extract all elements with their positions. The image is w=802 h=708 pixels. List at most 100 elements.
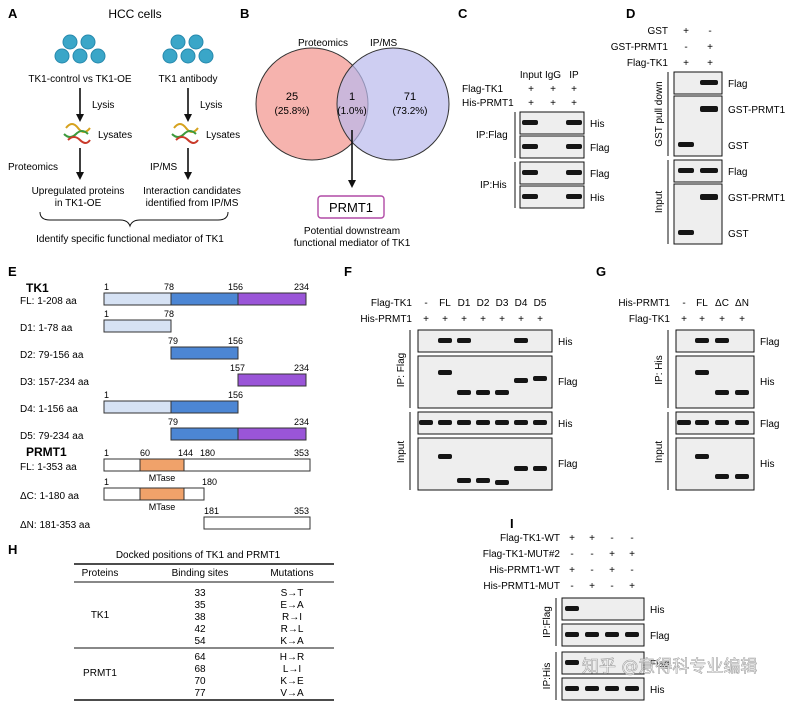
- mutation: V→A: [280, 688, 304, 699]
- mark: -: [630, 565, 633, 576]
- aa-number: 156: [228, 282, 243, 292]
- blot-label: His: [558, 337, 572, 348]
- col-input: Input: [520, 70, 542, 81]
- band: [533, 420, 547, 425]
- mark: +: [707, 42, 713, 53]
- band: [715, 474, 729, 479]
- cell-cluster-icon: [54, 34, 106, 64]
- segment: [103, 319, 172, 333]
- mark: D5: [534, 298, 547, 309]
- blot-label: Flag: [590, 169, 609, 180]
- mutation: S→T: [281, 588, 304, 599]
- binding-site: 64: [194, 652, 206, 663]
- row-label: Flag-TK1-WT: [500, 533, 560, 544]
- group-label: IP:His: [480, 180, 507, 191]
- watermark: 知乎 @意得科专业编辑: [582, 657, 757, 677]
- mark: +: [571, 84, 577, 95]
- band: [419, 420, 433, 425]
- band: [566, 170, 582, 175]
- band: [565, 660, 579, 665]
- band: [533, 376, 547, 381]
- aa-number: 180: [202, 477, 217, 487]
- blot-label: Flag: [650, 631, 669, 642]
- panel-a-left-result-2: in TK1-OE: [55, 198, 102, 209]
- row-label: His-PRMT1: [462, 98, 514, 109]
- binding-site: 42: [194, 624, 206, 635]
- panel-a-left-method: Proteomics: [8, 162, 58, 173]
- aa-number: 353: [294, 506, 309, 516]
- panel-letter-b: B: [240, 6, 249, 21]
- mark: +: [707, 58, 713, 69]
- band: [695, 370, 709, 375]
- aa-number: 353: [294, 448, 309, 458]
- group-label: Input: [654, 441, 665, 463]
- aa-number: 60: [140, 448, 150, 458]
- mark: +: [571, 98, 577, 109]
- blot-label: GST: [728, 229, 749, 240]
- mutation: H→R: [280, 652, 304, 663]
- band: [495, 480, 509, 485]
- blot: [673, 159, 723, 183]
- band: [522, 194, 538, 199]
- mark: FL: [439, 298, 451, 309]
- blot-label: Flag: [590, 143, 609, 154]
- lysate-icon: [171, 123, 199, 144]
- mark: -: [708, 26, 711, 37]
- band: [495, 420, 509, 425]
- panel-c: C Input IgG IP Flag-TK1 His-PRMT1 + + + …: [458, 6, 609, 209]
- band: [438, 454, 452, 459]
- band: [514, 378, 528, 383]
- segment: [170, 292, 239, 306]
- segment: [203, 516, 311, 530]
- aa-number: 181: [204, 506, 219, 516]
- mark: +: [442, 314, 448, 325]
- mark: +: [609, 549, 615, 560]
- mark: D3: [496, 298, 509, 309]
- blot-label: Flag: [558, 377, 577, 388]
- band: [700, 194, 718, 200]
- mutation: R→L: [281, 624, 304, 635]
- mark: -: [630, 533, 633, 544]
- aa-number: 157: [230, 363, 245, 373]
- table-protein: PRMT1: [83, 668, 117, 679]
- band: [677, 420, 691, 425]
- row-label: His-PRMT1: [360, 314, 412, 325]
- construct-label: D5: 79-234 aa: [20, 431, 84, 442]
- blot-label: Flag: [760, 337, 779, 348]
- mtase-domain: [139, 487, 185, 501]
- row-label: His-PRMT1-MUT: [483, 581, 560, 592]
- segment: [237, 292, 307, 306]
- mutation: E→A: [280, 600, 304, 611]
- table-header: Mutations: [270, 568, 313, 579]
- band: [566, 144, 582, 149]
- mark: D1: [458, 298, 471, 309]
- segment: [103, 400, 172, 414]
- construct-label: FL: 1-353 aa: [20, 462, 77, 473]
- band: [735, 390, 749, 395]
- panel-h: H Docked positions of TK1 and PRMT1 Prot…: [8, 542, 334, 701]
- row-label: GST-PRMT1: [611, 42, 669, 53]
- mark: +: [609, 565, 615, 576]
- mark: -: [610, 533, 613, 544]
- row-label: Flag-TK1-MUT#2: [483, 549, 561, 560]
- band: [585, 632, 599, 637]
- row-label: His-PRMT1: [618, 298, 670, 309]
- tk1-title: TK1: [26, 281, 49, 295]
- col-igg: IgG: [545, 70, 561, 81]
- group-label: IP:Flag: [476, 130, 508, 141]
- blot: [519, 185, 585, 209]
- venn-mid-pct: (1.0%): [337, 106, 366, 117]
- mark: D2: [477, 298, 490, 309]
- domain-label: MTase: [149, 502, 176, 512]
- blot-label: GST-PRMT1: [728, 105, 786, 116]
- segment: [170, 346, 239, 360]
- band: [678, 168, 694, 173]
- segment: [170, 427, 239, 441]
- aa-number: 234: [294, 363, 309, 373]
- blot-label: His: [760, 459, 774, 470]
- mark: +: [589, 533, 595, 544]
- band: [695, 420, 709, 425]
- group-label: IP: His: [654, 355, 665, 384]
- group-label: Input: [396, 441, 407, 463]
- blot-label: His: [650, 685, 664, 696]
